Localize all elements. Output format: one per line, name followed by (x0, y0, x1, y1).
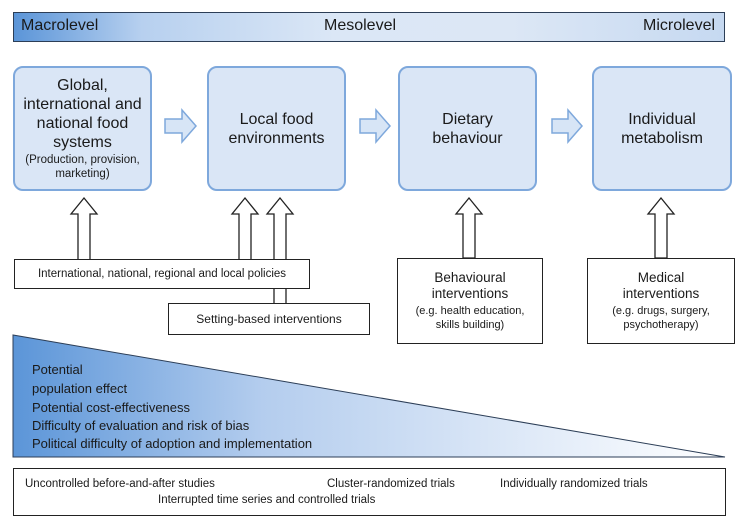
gradient-label-political-difficulty: Political difficulty of adoption and imp… (32, 436, 313, 451)
stage-local-food-environments: Local food environments (207, 66, 346, 191)
microlevel-label: Microlevel (643, 17, 716, 34)
study-individually-randomized: Individually randomized trials (500, 478, 648, 490)
stage-food-systems-title: Global, international and national food … (23, 77, 142, 151)
policies-box: International, national, regional and lo… (14, 259, 310, 289)
medical-interventions-box: Medical interventions (e.g. drugs, surge… (587, 258, 735, 344)
macrolevel-label: Macrolevel (21, 17, 99, 34)
flow-arrow-3 (551, 108, 583, 144)
stage-individual-metabolism-title: Individual metabolism (621, 110, 703, 147)
up-arrow-policies-to-local (230, 196, 260, 261)
study-interrupted-time-series: Interrupted time series and controlled t… (158, 494, 376, 506)
gradient-label-cost-effectiveness: Potential cost-effectiveness (32, 400, 191, 415)
behavioural-examples: (e.g. health education, skills building) (415, 305, 525, 331)
study-cluster-randomized: Cluster-randomized trials (327, 478, 455, 490)
stage-food-systems-subtitle: (Production, provision, marketing) (25, 154, 140, 180)
stage-individual-metabolism: Individual metabolism (592, 66, 732, 191)
stage-dietary-behaviour: Dietary behaviour (398, 66, 537, 191)
gradient-label-potential: Potential (32, 362, 83, 377)
stage-dietary-behaviour-title: Dietary behaviour (432, 110, 503, 147)
stage-local-food-environments-title: Local food environments (228, 110, 325, 147)
mesolevel-label: Mesolevel (324, 17, 397, 34)
setting-based-box: Setting-based interventions (168, 303, 370, 335)
setting-based-label: Setting-based interventions (196, 312, 342, 326)
up-arrow-behavioural (454, 196, 484, 259)
behavioural-interventions-box: Behavioural interventions (e.g. health e… (397, 258, 543, 344)
behavioural-title: Behavioural interventions (431, 270, 509, 301)
up-arrow-medical (646, 196, 676, 259)
policies-label: International, national, regional and lo… (37, 268, 287, 280)
gradient-label-population-effect: population effect (32, 381, 128, 396)
flow-arrow-2 (359, 108, 391, 144)
level-bar (13, 12, 725, 42)
study-designs-box (13, 468, 726, 516)
stage-food-systems: Global, international and national food … (13, 66, 152, 191)
up-arrow-setting-to-local (265, 196, 295, 305)
up-arrow-policies-to-food-systems (69, 196, 99, 261)
flow-arrow-1 (164, 108, 197, 144)
gradient-label-evaluation-difficulty: Difficulty of evaluation and risk of bia… (32, 418, 250, 433)
effect-gradient-triangle (12, 334, 726, 458)
medical-title: Medical interventions (622, 270, 700, 301)
study-uncontrolled: Uncontrolled before-and-after studies (25, 478, 215, 490)
medical-examples: (e.g. drugs, surgery, psychotherapy) (612, 305, 710, 331)
